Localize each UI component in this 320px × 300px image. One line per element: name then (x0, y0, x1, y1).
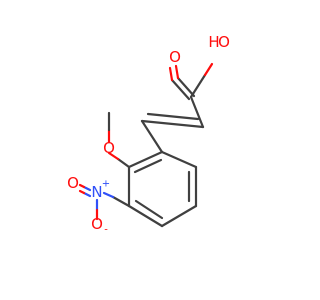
atom-nitro-n: N (91, 183, 102, 201)
bond-c3-n (111, 195, 131, 208)
bond-c3-n-blue (102, 191, 115, 199)
bond-c8-c7-a (140, 119, 205, 129)
bonds (78, 62, 214, 228)
bond-n-o-left-a (82, 185, 92, 192)
atom-nitro-n-charge: + (102, 179, 110, 190)
molecule-structure: H O O O N + O O - (67, 33, 230, 236)
bond-c9-c8 (189, 95, 205, 129)
ring-bond-4-5 (160, 204, 198, 228)
atom-nitro-o-left: O (67, 174, 79, 192)
atom-hydroxyl-o: O (218, 33, 230, 51)
atom-hydroxyl-h: H (208, 33, 219, 51)
bond-c7-c1 (140, 119, 164, 154)
ring-inner-1-2 (133, 158, 163, 174)
ring-bond-6-1 (160, 150, 198, 169)
ring-bond-1-2 (127, 150, 164, 169)
atom-labels: H O O O N + O O - (67, 33, 230, 236)
atom-carbonyl-o: O (169, 48, 181, 66)
bond-c9-o-carbonyl-a (176, 76, 196, 98)
bond-c9-o-hydroxyl (189, 73, 207, 99)
bond-n-o-left-b-red (78, 189, 86, 195)
ring-inner-3-4 (134, 199, 164, 220)
bond-n-o-left-b (82, 191, 92, 198)
atom-nitro-o-bottom: O (91, 215, 103, 233)
bond-c2-o-methoxy-red (107, 151, 120, 161)
bond-c2-o-methoxy (116, 157, 131, 169)
bond-c9-o-hydroxyl-red (203, 62, 214, 77)
atom-nitro-o-bottom-charge: - (104, 225, 108, 236)
bond-c9-o-carbonyl-b-red (168, 66, 174, 82)
bond-c8-c7-b (146, 112, 200, 121)
bond-n-o-left-a-red (78, 183, 86, 189)
ring-bond-3-4 (127, 204, 164, 228)
bond-c9-o-carbonyl-b (170, 78, 191, 101)
bond-c9-o-carbonyl-a-red (174, 64, 180, 80)
atom-methoxy-o: O (103, 139, 115, 157)
